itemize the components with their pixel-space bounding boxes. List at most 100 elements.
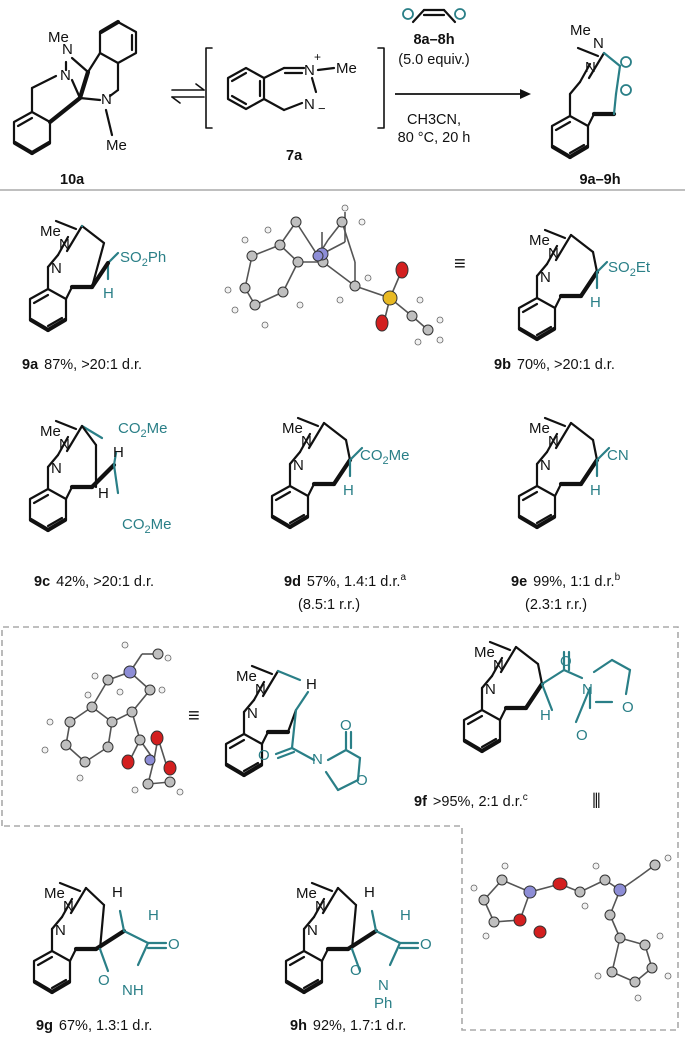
svg-text:N: N: [293, 457, 304, 474]
svg-text:Me: Me: [44, 885, 65, 902]
svg-text:N: N: [51, 260, 62, 277]
svg-text:N: N: [51, 460, 62, 477]
svg-text:CO2Me: CO2Me: [360, 447, 409, 467]
svg-text:H: H: [112, 884, 123, 901]
svg-text:N: N: [304, 62, 315, 79]
svg-text:O: O: [356, 772, 368, 789]
svg-text:N: N: [255, 681, 266, 698]
svg-text:N: N: [485, 681, 496, 698]
svg-text:N: N: [540, 269, 551, 286]
svg-text:CN: CN: [607, 447, 629, 464]
svg-text:Me: Me: [570, 22, 591, 39]
structure-9b: [519, 230, 609, 339]
svg-text:Me: Me: [296, 885, 317, 902]
svg-text:Me: Me: [106, 137, 127, 154]
svg-text:N: N: [582, 681, 593, 698]
svg-text:O: O: [576, 727, 588, 744]
svg-text:N: N: [59, 436, 70, 453]
svg-text:N: N: [585, 59, 596, 76]
svg-text:N: N: [60, 67, 71, 84]
svg-text:O: O: [98, 972, 110, 989]
svg-text:N: N: [59, 236, 70, 253]
svg-text:N: N: [493, 657, 504, 674]
svg-text:NH: NH: [122, 982, 144, 999]
svg-text:Me: Me: [336, 60, 357, 77]
svg-text:H: H: [540, 707, 551, 724]
caption-9f: 9f>95%, 2:1 d.r.c: [414, 792, 528, 810]
svg-text:N: N: [548, 245, 559, 262]
bracket-left: [205, 47, 213, 129]
svg-text:≡: ≡: [188, 705, 200, 727]
substituent-so2et: SO2Et: [608, 259, 651, 279]
svg-text:N: N: [312, 751, 323, 768]
svg-text:H: H: [343, 482, 354, 499]
svg-text:N: N: [378, 977, 389, 994]
svg-text:N: N: [593, 35, 604, 52]
svg-text:N: N: [101, 91, 112, 108]
svg-text:Me: Me: [474, 644, 495, 661]
svg-text:N: N: [247, 705, 258, 722]
xray-structure-9b: [224, 204, 444, 346]
svg-text:H: H: [590, 482, 601, 499]
substituent-so2ph: SO2Ph: [120, 249, 166, 269]
svg-text:Ph: Ph: [374, 995, 392, 1012]
svg-text:Me: Me: [236, 668, 257, 685]
reagent-equiv: (5.0 equiv.): [398, 52, 469, 68]
svg-text:N: N: [62, 41, 73, 58]
svg-text:N: N: [63, 898, 74, 915]
equilibrium-arrow: [171, 83, 205, 104]
structure-9a: [30, 221, 120, 330]
conditions-label: 80 °C, 20 h: [398, 130, 471, 146]
structure-9h: [286, 883, 420, 992]
svg-text:O: O: [258, 747, 270, 764]
svg-text:H: H: [113, 444, 124, 461]
svg-text:H: H: [306, 676, 317, 693]
compound-7a-label: 7a: [286, 148, 303, 164]
bracket-right: [377, 47, 385, 129]
compound-10a-label: 10a: [60, 172, 85, 188]
svg-text:O: O: [622, 699, 634, 716]
svg-text:Me: Me: [40, 423, 61, 440]
structure-9f-b: [464, 642, 632, 751]
svg-text:H: H: [590, 294, 601, 311]
svg-text:N: N: [540, 457, 551, 474]
structure-10a: Me N N N Me: [12, 19, 138, 156]
compound-9-range-label: 9a–9h: [579, 172, 620, 188]
caption-9d-rr: (8.5:1 r.r.): [298, 597, 360, 613]
svg-text:O: O: [420, 936, 432, 953]
svg-text:H: H: [364, 884, 375, 901]
structure-9c: [30, 421, 120, 530]
equivalence-symbol-vertical: ⦀: [592, 791, 601, 813]
structure-9-generic: [552, 48, 632, 157]
structure-7a: N + Me N −: [226, 50, 357, 116]
xray-structure-9f-right: [470, 854, 672, 1002]
svg-text:N: N: [301, 433, 312, 450]
structure-9e: [519, 418, 611, 527]
svg-text:CO2Me: CO2Me: [122, 516, 171, 536]
reagent-alkene: [402, 8, 466, 24]
structure-9g: [34, 883, 168, 992]
substituent-circle-icon: [402, 8, 414, 20]
substituent-circle-icon: [454, 8, 466, 20]
structure-9f-a: [226, 666, 362, 792]
svg-text:Me: Me: [282, 420, 303, 437]
label-me: Me: [48, 29, 69, 46]
solvent-label: CH3CN,: [407, 112, 461, 128]
xray-structure-9f-left: [41, 641, 184, 796]
svg-text:N: N: [55, 922, 66, 939]
svg-text:N: N: [304, 96, 315, 113]
svg-text:H: H: [103, 285, 114, 302]
svg-text:Me: Me: [529, 232, 550, 249]
svg-text:+: +: [314, 50, 321, 64]
svg-text:H: H: [148, 907, 159, 924]
svg-text:N: N: [548, 433, 559, 450]
svg-text:O: O: [168, 936, 180, 953]
